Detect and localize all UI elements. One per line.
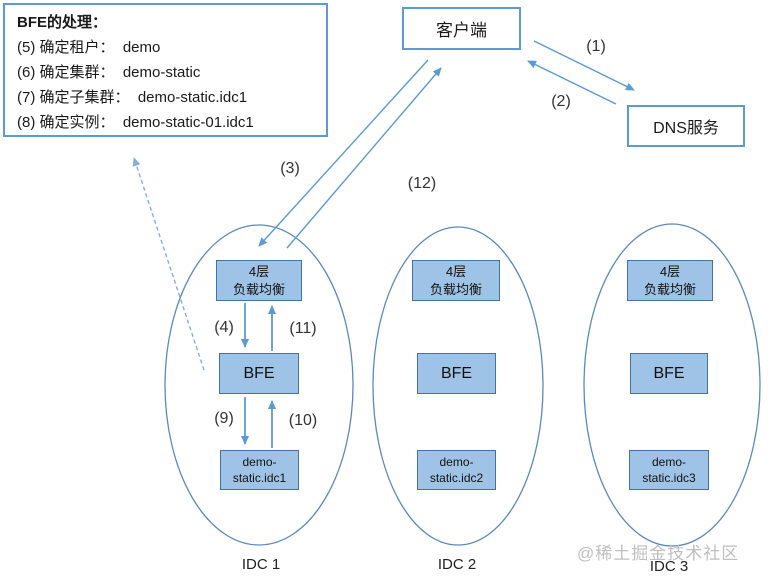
arrow-label-12: (12) <box>407 175 437 192</box>
info-line-instance: (8) 确定实例： demo-static-01.idc1 <box>17 114 254 131</box>
idc3-bfe-node: BFE <box>630 353 708 394</box>
info-line-cluster: (6) 确定集群： demo-static <box>17 64 201 81</box>
idc2-bfe-node: BFE <box>417 353 496 394</box>
idc1-backend-line1: demo- <box>242 455 277 469</box>
bfe-processing-info-box: BFE的处理： (5) 确定租户： demo (6) 确定集群： demo-st… <box>3 3 328 137</box>
juejin-watermark: @稀土掘金技术社区 <box>577 544 740 563</box>
idc1-l4-loadbalancer-node: 4层 负载均衡 <box>216 260 302 301</box>
info-line-subcluster: (7) 确定子集群： demo-static.idc1 <box>17 89 248 106</box>
idc1-caption: IDC 1 <box>241 556 281 573</box>
info-line-tenant: (5) 确定租户： demo <box>17 39 161 56</box>
idc1-backend-line2: static.idc1 <box>232 471 287 485</box>
idc3-bfe-label: BFE <box>653 364 685 382</box>
idc2-backend-line2: static.idc2 <box>429 471 484 485</box>
arrow-label-3: (3) <box>280 160 300 177</box>
idc3-backend-line2: static.idc3 <box>642 471 696 485</box>
idc2-bfe-label: BFE <box>440 364 473 382</box>
idc2-caption: IDC 2 <box>437 556 477 573</box>
idc2-backend-line1: demo- <box>439 455 474 469</box>
idc2-lb-line2: 负载均衡 <box>429 281 482 297</box>
arrow-label-4: (4) <box>214 319 234 336</box>
idc3-backend-line1: demo- <box>651 455 686 469</box>
idc3-l4-loadbalancer-node: 4层 负载均衡 <box>627 260 713 301</box>
arrow-label-1: (1) <box>586 38 606 55</box>
arrow-12-lb-to-client <box>286 67 442 249</box>
dns-node-label: DNS服务 <box>653 120 719 137</box>
arrow-3-client-to-lb <box>258 59 429 247</box>
idc1-lb-line2: 负载均衡 <box>232 281 285 297</box>
idc3-caption: IDC 3 <box>649 558 689 575</box>
arrow-2-dns-to-client <box>527 60 617 105</box>
idc2-l4-loadbalancer-node: 4层 负载均衡 <box>412 260 500 301</box>
arrow-label-9: (9) <box>214 410 234 427</box>
idc1-lb-line1: 4层 <box>248 263 270 279</box>
idc1-bfe-label: BFE <box>243 364 275 382</box>
client-node: 客户端 <box>402 7 521 50</box>
info-box-title: BFE的处理： <box>17 14 108 31</box>
idc2-lb-line1: 4层 <box>445 263 467 279</box>
idc3-ellipse <box>583 223 761 547</box>
arrow-label-11: (11) <box>289 320 317 337</box>
arrow-label-2: (2) <box>551 93 571 110</box>
idc2-backend-node: demo- static.idc2 <box>417 450 496 490</box>
idc1-ellipse <box>164 224 354 546</box>
idc3-backend-node: demo- static.idc3 <box>629 450 709 490</box>
dashed-arrow-bfe-to-infobox <box>132 157 205 371</box>
dns-node: DNS服务 <box>627 105 745 147</box>
idc3-lb-line2: 负载均衡 <box>643 281 696 297</box>
arrow-label-10: (10) <box>288 412 318 429</box>
idc1-backend-node: demo- static.idc1 <box>220 450 299 490</box>
idc1-bfe-node: BFE <box>219 353 299 394</box>
arrow-1-client-to-dns <box>533 40 635 91</box>
idc2-ellipse <box>372 226 544 546</box>
idc3-lb-line1: 4层 <box>659 263 681 279</box>
client-node-label: 客户端 <box>436 21 487 40</box>
